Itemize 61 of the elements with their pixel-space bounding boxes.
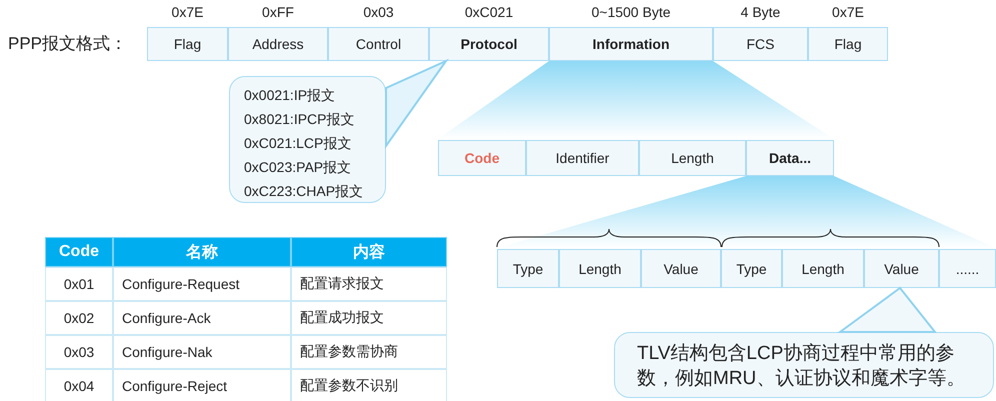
table-cell: 0x03 — [45, 335, 113, 369]
callout-pointer — [385, 58, 449, 150]
table-cell: 配置参数需协商 — [291, 335, 447, 369]
table-cell: Configure-Request — [113, 267, 291, 301]
table-cell: 配置请求报文 — [291, 267, 447, 301]
field-box — [641, 249, 721, 288]
field-name: Control — [356, 36, 402, 52]
field-name: Type — [736, 260, 767, 276]
callout-bubble — [229, 76, 386, 203]
table-header: 内容 — [291, 237, 447, 267]
table-cell: 0x01 — [45, 267, 113, 301]
field-name: Protocol — [460, 36, 518, 52]
field-box — [559, 249, 641, 288]
table-cell: Configure-Ack — [113, 301, 291, 335]
field-box — [526, 140, 639, 176]
field-box — [939, 249, 996, 288]
field-size-label: 0x7E — [832, 4, 864, 20]
table-cell: 配置成功报文 — [291, 301, 447, 335]
callout-text: 0xC023:PAP报文 — [244, 158, 352, 177]
field-name: Flag — [174, 36, 202, 52]
callout-text: 0x0021:IP报文 — [244, 86, 336, 105]
field-name: ...... — [956, 260, 980, 276]
field-name: Type — [512, 260, 544, 276]
field-box — [864, 249, 939, 288]
field-name: Code — [464, 150, 500, 166]
field-box — [497, 249, 559, 288]
field-name: Length — [671, 150, 714, 166]
field-box — [782, 249, 864, 288]
callout-pointer — [836, 286, 938, 333]
field-name: Value — [884, 260, 919, 276]
table-cell: Configure-Nak — [113, 335, 291, 369]
field-size-label: 0xFF — [262, 4, 294, 20]
table-cell: 0x04 — [45, 369, 113, 401]
field-box — [639, 140, 746, 176]
field-box — [721, 249, 782, 288]
field-name: Data... — [768, 150, 811, 166]
table-cell: Configure-Reject — [113, 369, 291, 401]
field-name: Length — [802, 260, 844, 276]
field-size-label: 4 Byte — [740, 4, 780, 20]
field-box — [438, 140, 526, 176]
field-name: Identifier — [556, 150, 610, 166]
heading-text: PPP报文格式： — [8, 33, 128, 55]
callout-text: 0xC021:LCP报文 — [244, 134, 352, 153]
table-header: 名称 — [113, 237, 291, 267]
field-name: Flag — [834, 36, 862, 52]
callout-text: TLV结构包含LCP协商过程中常用的参数，例如MRU、认证协议和魔术字等。 — [637, 342, 966, 391]
field-size-label: 0x7E — [172, 4, 204, 20]
table-cell: 0x02 — [45, 301, 113, 335]
field-name: Address — [252, 36, 304, 52]
field-box — [746, 140, 834, 176]
table-header: Code — [45, 237, 113, 267]
field-name: FCS — [746, 36, 774, 52]
field-name: Value — [664, 260, 698, 276]
table-cell: 配置参数不识别 — [291, 369, 447, 401]
field-name: Information — [592, 36, 670, 52]
callout-text: 0x8021:IPCP报文 — [244, 110, 354, 129]
field-size-label: 0~1500 Byte — [591, 4, 670, 20]
callout-text: 0xC223:CHAP报文 — [244, 182, 364, 201]
field-name: Length — [578, 260, 622, 276]
field-size-label: 0x03 — [363, 4, 394, 20]
field-size-label: 0xC021 — [464, 4, 514, 20]
